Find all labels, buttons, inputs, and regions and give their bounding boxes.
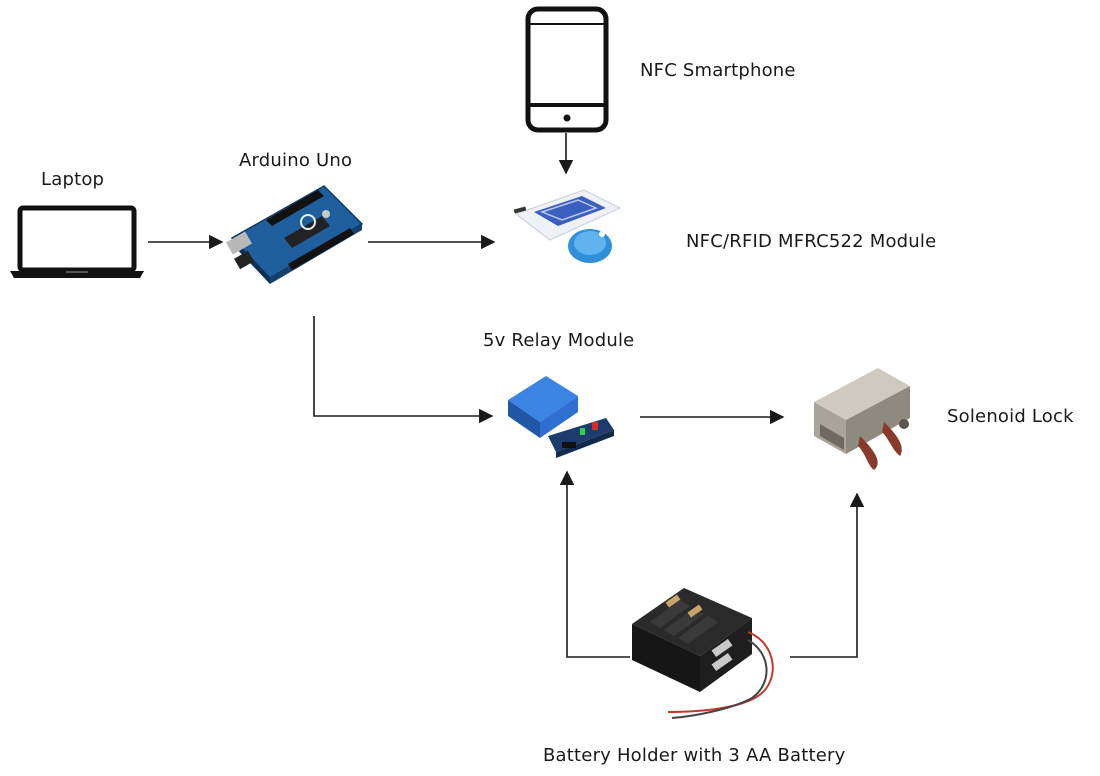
edge-battery-solenoid — [790, 492, 865, 658]
solenoid-lock — [810, 362, 914, 474]
node-label-arduino: Arduino Uno — [239, 150, 353, 171]
node-label-nfc: NFC/RFID MFRC522 Module — [686, 231, 937, 252]
laptop-icon — [10, 205, 144, 278]
node-label-battery: Battery Holder with 3 AA Battery — [543, 745, 846, 766]
smartphone-icon — [525, 6, 609, 133]
smartphone — [525, 6, 609, 133]
battery-holder-icon — [632, 588, 774, 719]
node-label-relay: 5v Relay Module — [483, 330, 635, 351]
edge-arduino-relay — [313, 316, 494, 424]
rfid-module-icon — [513, 189, 622, 263]
node-label-smartphone: NFC Smartphone — [640, 60, 796, 81]
node-label-laptop: Laptop — [41, 169, 105, 190]
edge-battery-relay — [559, 470, 630, 658]
battery-holder — [628, 584, 788, 730]
relay-module — [504, 366, 616, 464]
arduino-board-icon — [225, 185, 364, 284]
relay-module-icon — [508, 376, 614, 458]
laptop — [8, 205, 148, 281]
node-label-solenoid: Solenoid Lock — [947, 406, 1074, 427]
solenoid-lock-icon — [814, 368, 910, 470]
nfc-rfid-module — [512, 186, 624, 270]
arduino-uno — [225, 180, 366, 295]
